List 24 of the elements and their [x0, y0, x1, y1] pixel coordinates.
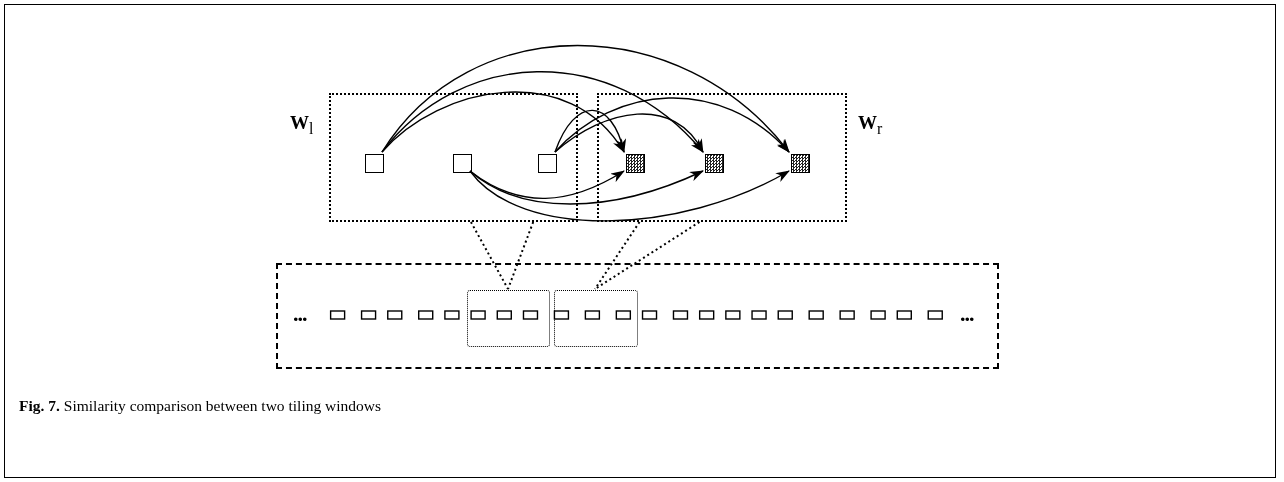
arrow: [554, 113, 704, 153]
shaded-square: [626, 154, 645, 173]
shaded-square: [791, 154, 810, 173]
ellipsis: ...: [293, 307, 307, 321]
arrow: [381, 71, 704, 153]
item-square: [453, 154, 472, 173]
item-square: [538, 154, 557, 173]
arrow: [554, 97, 790, 153]
zoom-connector: [469, 221, 535, 290]
item-square: [365, 154, 384, 173]
figure-caption: Fig. 7. Similarity comparison between two tiling windows: [19, 397, 382, 415]
ellipsis: ...: [960, 307, 974, 321]
zoom-connector: [594, 221, 701, 290]
shaded-square: [705, 154, 724, 173]
window-label: W$_{r}$: [858, 112, 883, 138]
tiling-window: [329, 93, 578, 222]
arrow: [554, 109, 626, 153]
arrow: [469, 170, 704, 205]
arrow: [469, 170, 790, 222]
arrow: [381, 44, 790, 153]
sequence-strip: [276, 263, 999, 369]
window-label: W$_{l}$: [290, 112, 314, 138]
arrow: [469, 170, 625, 200]
tiling-window: [597, 93, 847, 222]
